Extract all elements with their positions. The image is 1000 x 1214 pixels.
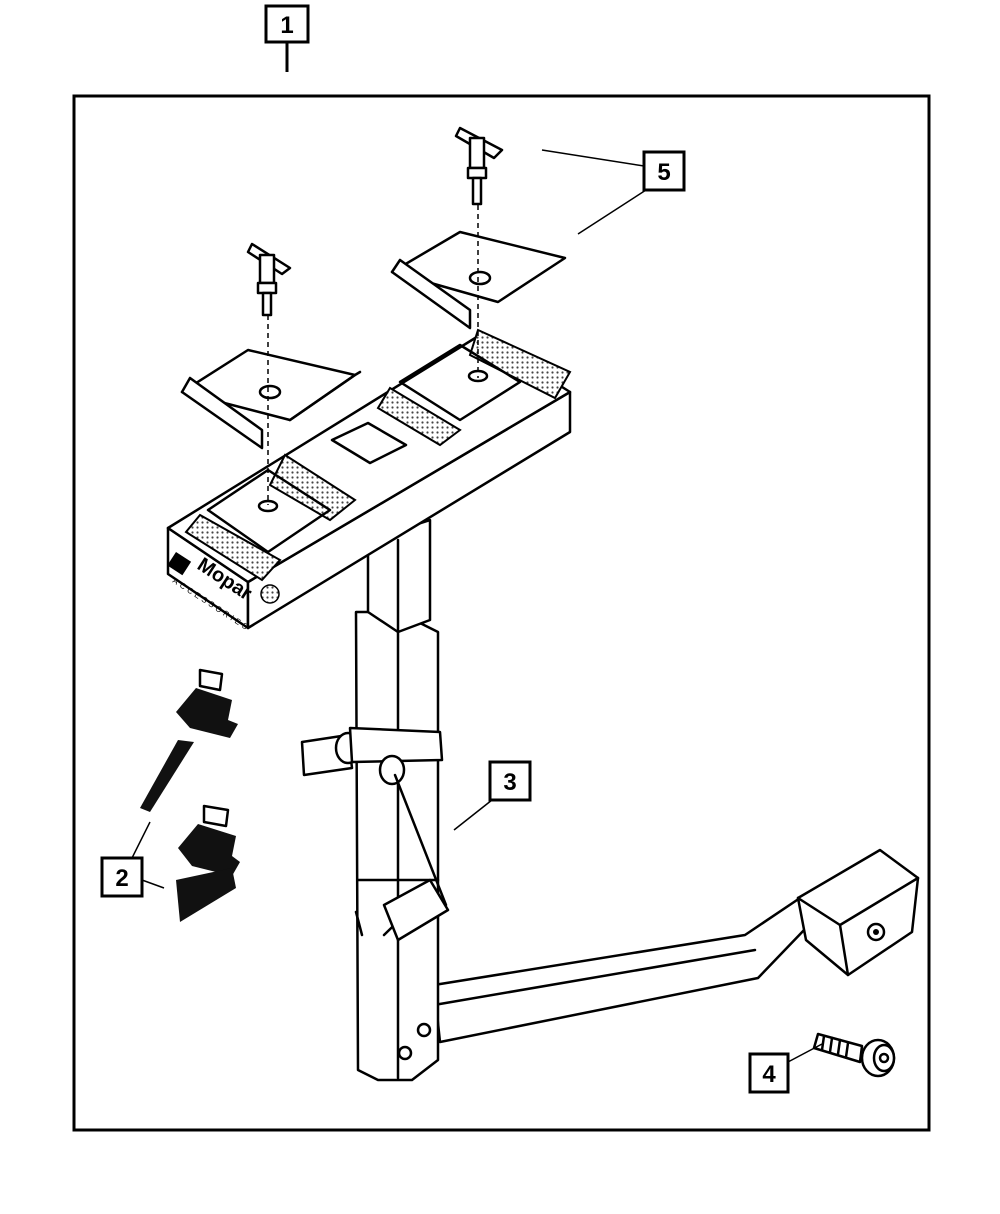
callout-2-label: 2 (115, 865, 128, 892)
cap-screw-part (812, 1032, 896, 1078)
clamp-right-part (390, 126, 567, 378)
callout-4-leader (787, 1043, 823, 1063)
callout-1-label: 1 (280, 12, 293, 39)
strap-lower-part (176, 804, 240, 922)
strap-upper-part (140, 668, 238, 812)
callout-2[interactable]: 2 (100, 821, 165, 898)
carrier-platform-part (166, 328, 572, 630)
callout-5-leader-a (541, 149, 645, 167)
hitch-bar-part (300, 610, 920, 1082)
callout-2-leader-b (141, 879, 165, 889)
callout-4-label: 4 (762, 1061, 776, 1088)
callout-5-label: 5 (657, 159, 670, 186)
callout-3[interactable]: 3 (453, 760, 532, 831)
callout-3-label: 3 (503, 769, 516, 796)
callout-5[interactable]: 5 (541, 149, 686, 235)
callout-5-leader-b (577, 189, 647, 235)
clamp-left-part (180, 242, 362, 505)
callout-3-leader (453, 799, 493, 831)
kit-frame (72, 94, 931, 1132)
callout-4[interactable]: 4 (748, 1043, 823, 1094)
callout-2-leader-a (131, 821, 151, 859)
callout-1[interactable]: 1 (264, 4, 310, 72)
